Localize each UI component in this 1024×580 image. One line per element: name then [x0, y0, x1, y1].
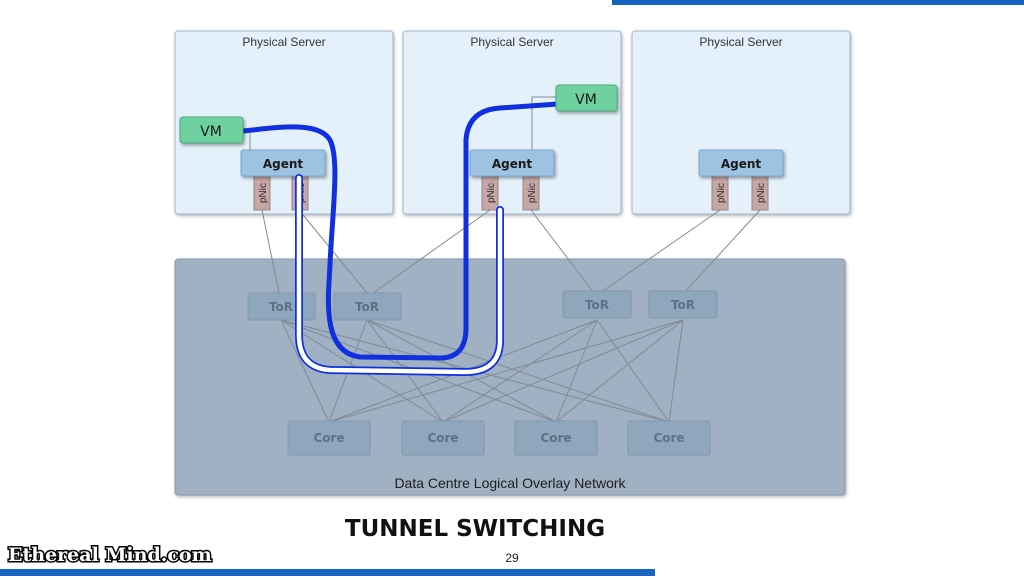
pnic: pNic [253, 175, 271, 211]
pnic: pNic [751, 175, 769, 211]
server-label: Physical Server [470, 35, 553, 49]
svg-text:pNic: pNic [486, 183, 497, 203]
core-switch: Core [627, 420, 711, 456]
ethereal-mind-logo: Ethereal Mind.com [8, 544, 212, 566]
physical-server-2 [402, 30, 622, 215]
server-label: Physical Server [242, 35, 325, 49]
physical-server-1 [174, 30, 394, 215]
pnic: pNic [522, 175, 540, 211]
vm-box: VM [179, 116, 244, 144]
core-switch: Core [287, 420, 371, 456]
svg-text:ToR: ToR [355, 300, 379, 314]
svg-text:Agent: Agent [721, 157, 762, 171]
tor-switch: ToR [247, 292, 316, 321]
tunnel-path [240, 101, 561, 376]
tor-switch: ToR [562, 290, 632, 319]
svg-text:Agent: Agent [492, 157, 533, 171]
agent-box: Agent [240, 149, 326, 177]
svg-text:pNic: pNic [756, 183, 767, 203]
svg-text:Core: Core [313, 431, 344, 445]
pnic: pNic [711, 175, 729, 211]
svg-text:pNic: pNic [527, 183, 538, 203]
accent-bar-bottom [0, 569, 655, 576]
vm-box: VM [555, 84, 618, 112]
physical-server-3 [631, 30, 851, 215]
tor-switch: ToR [333, 292, 402, 321]
core-switch: Core [514, 420, 598, 456]
svg-text:ToR: ToR [585, 298, 609, 312]
server-label: Physical Server [699, 35, 782, 49]
svg-text:Agent: Agent [263, 157, 304, 171]
svg-text:ToR: ToR [269, 300, 293, 314]
network-label: Data Centre Logical Overlay Network [394, 475, 626, 491]
pnic: pNic [481, 175, 499, 211]
core-switch: Core [401, 420, 485, 456]
accent-bar-top-right [612, 0, 1024, 5]
agent-box: Agent [469, 149, 555, 177]
svg-text:Core: Core [540, 431, 571, 445]
svg-text:Core: Core [653, 431, 684, 445]
svg-text:pNic: pNic [716, 183, 727, 203]
svg-text:pNic: pNic [258, 183, 269, 203]
tor-switch: ToR [648, 290, 718, 319]
agent-box: Agent [698, 149, 784, 177]
page-number: 29 [505, 551, 519, 565]
svg-text:VM: VM [200, 124, 222, 140]
slide-title: TUNNEL SWITCHING [345, 516, 605, 542]
svg-text:Core: Core [427, 431, 458, 445]
svg-text:ToR: ToR [671, 298, 695, 312]
svg-text:VM: VM [575, 92, 597, 108]
